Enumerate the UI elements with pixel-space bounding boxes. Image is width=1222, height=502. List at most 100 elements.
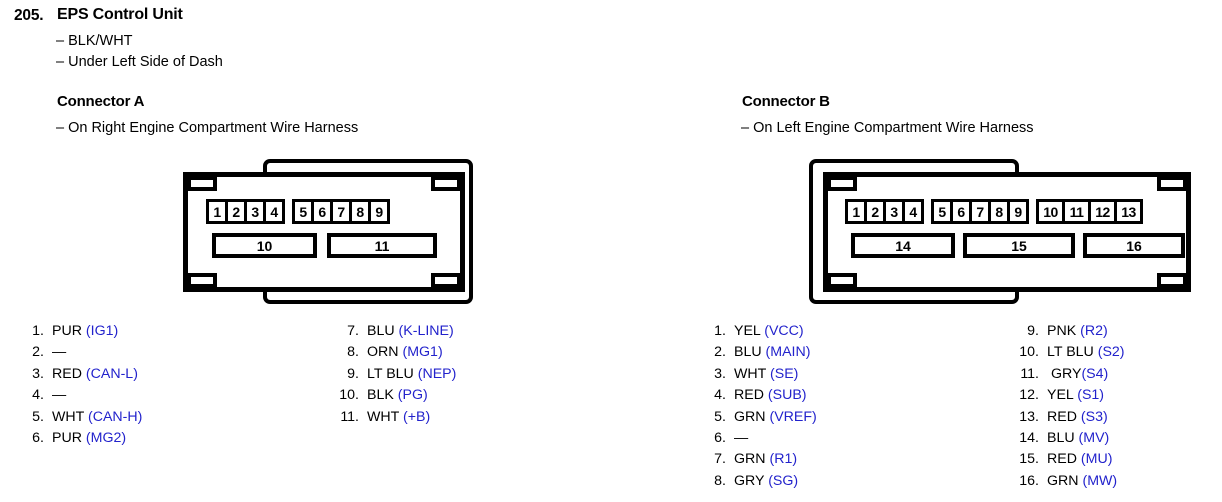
connector-a-pin-entry-signal-name: (MG2) [85, 429, 127, 446]
connector-a-pin-entry-gap [44, 366, 52, 382]
connector-b-pin-entry-row: 4. RED (SUB) [700, 387, 817, 408]
connector-a-pinlist-left: 1. PUR (IG1)2. —3. RED (CAN-L)4. —5. WHT… [18, 323, 142, 451]
connector-b-pin-group-1: 1 2 3 4 [845, 199, 924, 224]
connector-b-pin-entry-gap [1039, 387, 1047, 403]
connector-b-pin-entry-gap [726, 430, 734, 446]
connector-b-pin-13[interactable]: 13 [1114, 199, 1143, 224]
connector-b-pin-entry-number: 15. [1019, 451, 1039, 468]
connector-a-pin-entry-signal-name: (NEP) [417, 365, 457, 382]
connector-a-pin-10[interactable]: 10 [212, 233, 317, 258]
connector-b-pin-entry-signal-name: (R2) [1080, 323, 1108, 339]
connector-b-pin-entry-row: 13. RED (S3) [1013, 409, 1125, 430]
connector-b-pin-entry-wire-color: RED [734, 387, 768, 404]
connector-b-pin-entry-wire-color: WHT [734, 365, 770, 382]
connector-b-pin-entry-row: 11. GRY(S4) [1013, 366, 1125, 387]
connector-a-pin-4[interactable]: 4 [263, 199, 285, 224]
connector-b-pin-10[interactable]: 10 [1036, 199, 1065, 224]
connector-b-pin-entry-number: 6. [714, 429, 726, 446]
connector-a-pin-group-gap [282, 199, 292, 224]
connector-b-pin-entry-gap [726, 473, 734, 489]
connector-b-pin-entry-row: 14. BLU (MV) [1013, 430, 1125, 451]
connector-b-pin-entry-number: 4. [714, 387, 726, 404]
connector-b-pin-entry-row: 2. BLU (MAIN) [700, 344, 817, 365]
connector-b-pin-entry-gap [1039, 451, 1047, 467]
connector-a-pin-entry-number: 10. [339, 387, 359, 404]
connector-b-pin-entry-signal-name: (SE) [770, 365, 799, 382]
connector-a-pin-entry-gap [44, 344, 52, 360]
connector-a-pin-entry-gap [44, 387, 52, 403]
connector-b-pin-entry-wire-color: GRN [734, 408, 770, 425]
connector-b-pin-9[interactable]: 9 [1007, 199, 1029, 224]
connector-a-pin-entry-row: 1. PUR (IG1) [18, 323, 142, 344]
connector-a-pin-entry-gap [359, 344, 367, 360]
connector-b-pinlist-right: 9. PNK (R2)10. LT BLU (S2)11. GRY(S4)12.… [1013, 323, 1125, 494]
connector-a-pin-entry-wire-color: WHT [52, 408, 88, 425]
connector-b-pin-entry-wire-color: LT BLU [1047, 344, 1098, 361]
connector-a-pin-entry-number: 7. [347, 323, 359, 339]
connector-b-pin-entry-gap [1039, 473, 1047, 489]
connector-b-pin-entry-gap [726, 323, 734, 339]
connector-a-pin-row: 1 2 3 4 5 6 7 8 9 [206, 199, 390, 224]
connector-a-pin-entry-number: 2. [32, 344, 44, 361]
connector-b-pin-12[interactable]: 12 [1088, 199, 1117, 224]
connector-a-pin-entry-row: 7. BLU (K-LINE) [333, 323, 456, 344]
connector-b-pin-entry-signal-name: (S3) [1080, 408, 1108, 425]
connector-b-notch-bottom-right [1157, 273, 1187, 288]
connector-b-pin-16[interactable]: 16 [1083, 233, 1185, 258]
connector-b-pin-entry-gap [726, 366, 734, 382]
connector-a-pin-group-2: 5 6 7 8 9 [292, 199, 390, 224]
connector-b-pin-entry-row: 12. YEL (S1) [1013, 387, 1125, 408]
connector-b-pin-entry-signal-name: (R1) [769, 451, 798, 468]
connector-a-pin-9[interactable]: 9 [368, 199, 390, 224]
connector-b-notch-top-right [1157, 176, 1187, 191]
connector-a-pin-entry-wire-color: BLU [367, 323, 399, 339]
connector-a-pin-entry-number: 4. [32, 387, 44, 404]
connector-b-pin-14[interactable]: 14 [851, 233, 955, 258]
connector-a-pin-entry-number: 3. [32, 365, 44, 382]
connector-a-pin-entry-number: 5. [32, 408, 44, 425]
connector-b-pin-entry-signal-name: (MU) [1080, 451, 1113, 468]
connector-a-pin-entry-signal-name: (K-LINE) [398, 323, 454, 339]
connector-b-pin-entry-number: 16. [1019, 472, 1039, 489]
connector-b-pin-15[interactable]: 15 [963, 233, 1075, 258]
connector-b-pin-entry-number: 14. [1019, 429, 1039, 446]
connector-b-pin-entry-gap [726, 451, 734, 467]
connector-a-pin-entry-number: 9. [347, 365, 359, 382]
connector-b-pin-entry-signal-name: (S4) [1081, 365, 1109, 382]
connector-b-pin-entry-row: 7. GRN (R1) [700, 451, 817, 472]
connector-a-notch-top-right [431, 176, 461, 191]
connector-b-pin-entry-wire-color: YEL [1047, 387, 1078, 404]
connector-a-pin-entry-number: 8. [347, 344, 359, 361]
connector-b-big-pin-row: 14 15 16 [851, 233, 1185, 258]
connector-b-pin-entry-wire-color: GRY [734, 472, 769, 489]
connector-a-pin-entry-signal-name: (MG1) [402, 344, 443, 361]
connector-a-pin-11[interactable]: 11 [327, 233, 437, 258]
connector-b-pin-entry-signal-name: (SUB) [767, 387, 807, 404]
connector-b-pin-group-gap-1 [921, 199, 931, 224]
connector-b-pinlist-left: 1. YEL (VCC)2. BLU (MAIN)3. WHT (SE)4. R… [700, 323, 817, 494]
connector-b-pin-4[interactable]: 4 [902, 199, 924, 224]
connector-b-pin-11[interactable]: 11 [1062, 199, 1091, 224]
connector-b-pin-3[interactable]: 3 [883, 199, 905, 224]
connector-b-pin-entry-unused-dash: — [734, 429, 749, 446]
connector-b-pin-entry-number: 9. [1027, 323, 1039, 339]
connector-b-pin-entry-gap [726, 387, 734, 403]
connector-b-pin-entry-number: 2. [714, 344, 726, 361]
connector-a-pin-entry-unused-dash: — [52, 344, 67, 361]
connector-b-pin-entry-row: 9. PNK (R2) [1013, 323, 1125, 344]
connector-b-pin-entry-number: 13. [1019, 408, 1039, 425]
connector-a-pin-entry-row: 4. — [18, 387, 142, 408]
header-subtitle-wire-color: – BLK/WHT [56, 33, 133, 49]
connector-b-pin-entry-wire-color: GRN [734, 451, 770, 468]
connector-b-subtitle: – On Left Engine Compartment Wire Harnes… [741, 120, 1034, 136]
connector-b-pin-group-gap-2 [1026, 199, 1036, 224]
connector-a-pin-entry-gap [359, 409, 367, 425]
connector-a-pin-entry-gap [44, 430, 52, 446]
connector-a-diagram: 1 2 3 4 5 6 7 8 9 10 11 [175, 155, 485, 310]
connector-b-big-pin-gap-1 [955, 233, 963, 258]
connector-b-pin-entry-gap [1039, 344, 1047, 360]
connector-b-pin-entry-row: 1. YEL (VCC) [700, 323, 817, 344]
connector-b-pin-entry-gap [726, 409, 734, 425]
connector-b-pin-entry-gap [1039, 366, 1047, 382]
connector-a-pin-entry-row: 11. WHT (+B) [333, 409, 456, 430]
